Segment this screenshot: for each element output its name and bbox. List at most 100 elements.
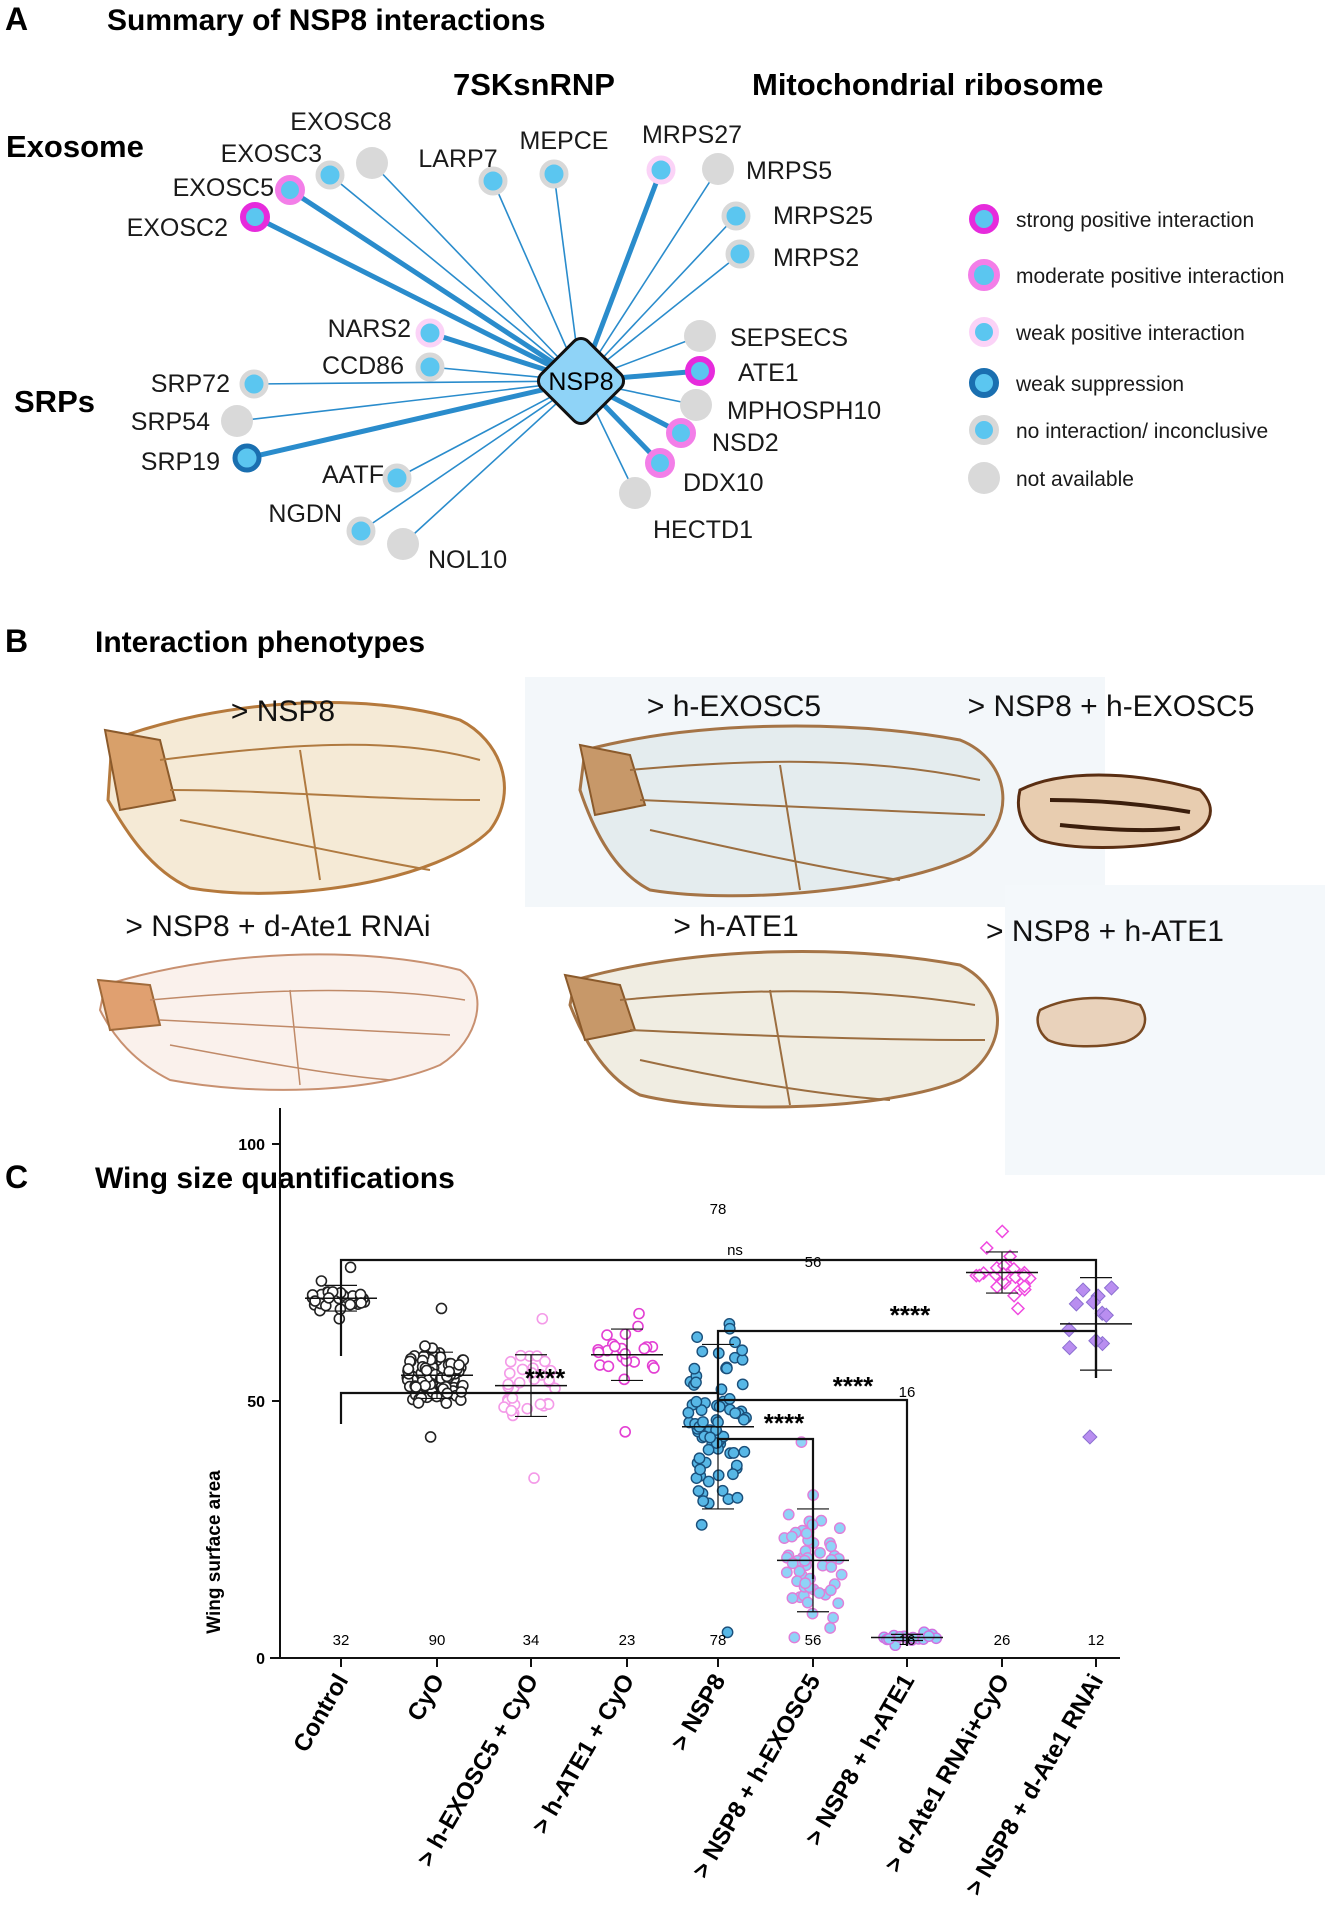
node-label-exosc5: EXOSC5: [173, 174, 274, 202]
point-1: [344, 1261, 357, 1274]
wing-nsp8-date1-veins: [149, 989, 466, 1086]
legend-label-strong: strong positive interaction: [1016, 209, 1254, 232]
sample-count: 12: [1088, 1632, 1105, 1649]
point-6: [786, 1530, 798, 1543]
point-2: [424, 1431, 437, 1443]
wing-label-hate1: > h-ATE1: [673, 910, 798, 943]
point-6: [824, 1584, 837, 1597]
point-6: [814, 1546, 826, 1559]
edge-exosc5: [288, 187, 583, 384]
node-nol10: [387, 528, 419, 560]
panel-b-letter: B: [5, 623, 28, 659]
point-6: [824, 1622, 837, 1634]
wing-nsp8-hinge: [103, 728, 177, 812]
point-4: [619, 1348, 632, 1360]
point-6: [832, 1597, 845, 1610]
legend-item-weak-positive: weak positive interaction: [969, 317, 1245, 347]
plot-points: [306, 1224, 1120, 1652]
point-2: [420, 1364, 433, 1377]
n-annotation: 56: [805, 1254, 822, 1271]
node-aatf: [382, 463, 412, 493]
node-mrps25: [721, 201, 751, 231]
point-1: [333, 1312, 346, 1325]
point-5: [696, 1345, 709, 1358]
point-3: [539, 1355, 551, 1368]
legend-item-no-interaction: no interaction/ inconclusive: [969, 415, 1268, 445]
wing-nsp8-hate1: [1036, 996, 1147, 1048]
wing-nsp8-veins: [159, 743, 481, 881]
legend-label-weak-suppression: weak suppression: [1015, 373, 1184, 396]
point-6: [825, 1540, 838, 1553]
wing-label-nsp8-hexosc5: > NSP8 + h-EXOSC5: [968, 690, 1255, 723]
edge-srp54: [236, 380, 582, 422]
wing-hexosc5-blade: [578, 724, 1005, 898]
node-sepsecs: [684, 320, 716, 352]
point-3: [536, 1312, 549, 1325]
point-9: [1075, 1282, 1091, 1298]
legend-label-not-available: not available: [1016, 468, 1134, 491]
legend-item-strong: strong positive interaction: [969, 204, 1254, 234]
significance-bracket: [339, 1258, 1098, 1378]
point-8: [1003, 1249, 1018, 1264]
wing-nsp8-hexosc5: [1016, 773, 1212, 849]
point-8: [995, 1274, 1011, 1289]
y-tick-label: 100: [238, 1137, 265, 1154]
node-label-mrps27: MRPS27: [642, 121, 742, 149]
point-4: [633, 1307, 645, 1320]
point-2: [412, 1397, 425, 1409]
node-label-mrps25: MRPS25: [773, 202, 873, 230]
point-4: [638, 1342, 651, 1355]
point-8: [979, 1240, 994, 1256]
node-label-srp72: SRP72: [151, 370, 230, 398]
y-axis-title: Wing surface area: [204, 1470, 225, 1634]
legend-swatch-weak-positive: [969, 317, 999, 347]
edge-exosc2: [253, 214, 583, 384]
edge-exosc3: [329, 174, 582, 382]
point-3: [521, 1402, 534, 1415]
node-label-larp7: LARP7: [418, 145, 497, 173]
significance-label: ns: [727, 1242, 743, 1259]
point-5: [721, 1626, 734, 1639]
node-exosc8: [356, 147, 388, 179]
point-5: [736, 1344, 749, 1357]
point-5: [690, 1395, 703, 1408]
edge-exosc8: [371, 162, 582, 382]
point-5: [695, 1404, 708, 1417]
point-4: [632, 1320, 644, 1333]
point-9: [1103, 1280, 1120, 1296]
point-6: [825, 1561, 838, 1573]
n-annotation: 78: [710, 1201, 727, 1218]
node-ate1: [685, 356, 715, 386]
group-label-7sksnrnp: 7SKsnRNP: [453, 67, 615, 102]
node-label-mphosph10: MPHOSPH10: [727, 397, 881, 425]
wing-nsp8-hate1-blade: [1036, 996, 1147, 1048]
point-6: [799, 1577, 812, 1590]
nsp8-hub: NSP8: [536, 336, 626, 426]
sample-count: 56: [805, 1632, 822, 1649]
plot-brackets: ns****************: [339, 1242, 1098, 1646]
legend-label-no-interaction: no interaction/ inconclusive: [1016, 420, 1268, 443]
significance-bracket: [339, 1391, 720, 1424]
x-tick-label: > h-ATE1 + CyO: [527, 1670, 640, 1839]
point-9: [1061, 1339, 1078, 1356]
point-2: [443, 1365, 456, 1378]
point-9: [1098, 1307, 1114, 1323]
node-label-ccd86: CCD86: [322, 352, 404, 380]
point-9: [1082, 1429, 1098, 1445]
node-mrps5: [702, 153, 734, 185]
point-2: [453, 1359, 465, 1371]
point-4: [619, 1426, 631, 1438]
point-2: [435, 1302, 448, 1315]
wing-label-hexosc5: > h-EXOSC5: [647, 690, 821, 723]
point-5: [704, 1431, 717, 1444]
point-6: [780, 1566, 793, 1579]
node-ngdn: [346, 516, 376, 546]
significance-bracket: [716, 1398, 909, 1646]
panel-a-title: Summary of NSP8 interactions: [107, 4, 545, 37]
panel-c: C Wing size quantifications Wing surface…: [5, 1108, 1132, 1900]
point-7: [922, 1630, 935, 1643]
point-5: [727, 1447, 740, 1459]
